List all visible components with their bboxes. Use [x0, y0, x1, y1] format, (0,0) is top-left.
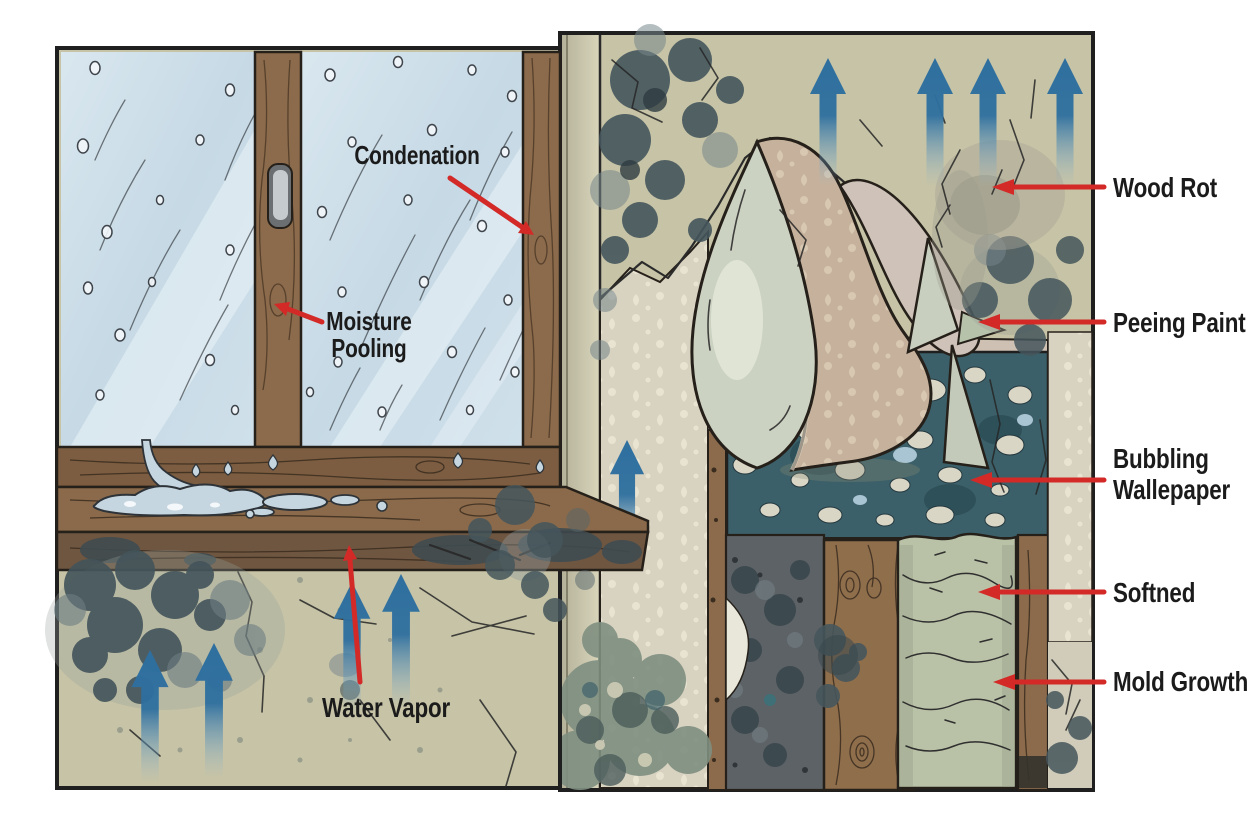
label-peeling-paint: Peeing Paint — [1113, 307, 1246, 338]
label-moisture-pooling: Moisture Pooling — [326, 306, 412, 363]
window-wall-panel — [45, 46, 650, 790]
pointer-arrow-icon — [970, 472, 1107, 488]
right-wall-strip — [1046, 331, 1093, 788]
mold-patch-cluster — [960, 234, 1084, 356]
mold-on-sill — [80, 528, 642, 567]
pointer-arrow-icon — [993, 674, 1107, 690]
pointer-arrow-icon — [992, 179, 1107, 195]
label-condensation: Condenation — [354, 140, 480, 170]
label-bubbling-wallpaper: Bubbling Wallepaper — [1113, 443, 1231, 505]
wall-blister — [690, 138, 818, 470]
condensation-droplets — [76, 55, 550, 418]
mold-patch-cluster — [550, 622, 712, 790]
window — [61, 50, 562, 449]
window-frame — [521, 50, 562, 449]
wall-stud — [707, 429, 727, 791]
peeling-wallpaper — [598, 136, 1007, 482]
mold-patch-cluster — [468, 485, 595, 622]
mold-patch-cluster — [590, 24, 744, 360]
window-latch[interactable] — [267, 163, 293, 229]
wall-stud — [1016, 533, 1050, 792]
pointer-arrow-icon — [978, 584, 1107, 600]
label-softened: Softned — [1113, 577, 1196, 608]
wall-cavity-cross-section — [707, 429, 1050, 792]
label-wood-rot: Wood Rot — [1113, 172, 1218, 203]
pointer-arrows — [274, 175, 1107, 690]
window-mullion — [253, 50, 303, 449]
moldy-cavity — [724, 533, 826, 792]
pointer-arrow-icon — [447, 175, 534, 235]
pointer-arrow-icon — [343, 545, 363, 685]
label-mold-growth: Mold Growth — [1113, 666, 1248, 697]
window-bottom-rail — [55, 445, 562, 489]
pointer-arrow-icon — [978, 314, 1107, 330]
interior-wall-cutaway-panel — [550, 24, 1095, 792]
insulation-batt — [896, 532, 1018, 790]
moisture-pool — [92, 483, 388, 519]
water-droplets — [223, 451, 545, 476]
label-water-vapor: Water Vapor — [321, 692, 451, 723]
pointer-arrow-icon — [274, 302, 325, 325]
